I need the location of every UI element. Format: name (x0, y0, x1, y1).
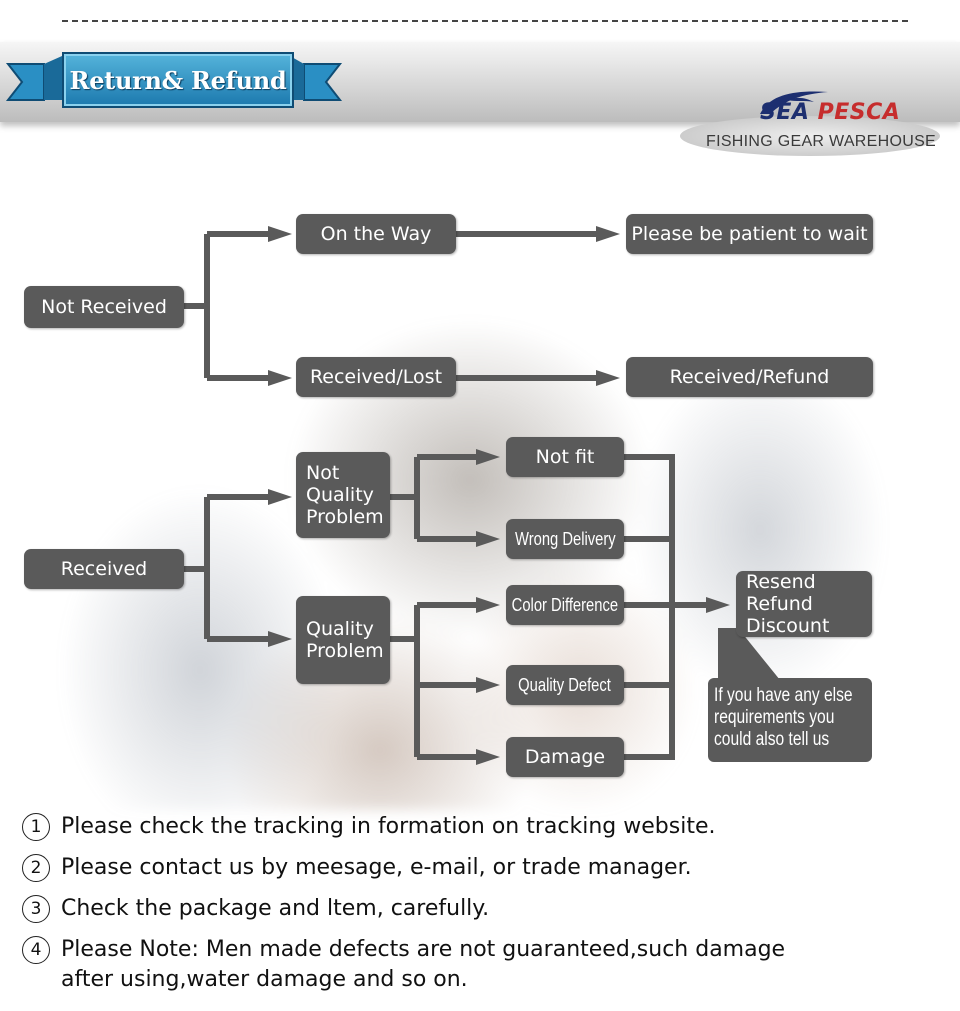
logo-name: SEA PESCA (760, 100, 900, 125)
node-received: Received (24, 549, 184, 589)
logo: SEA PESCA FISHING GEAR WAREHOUSE (680, 86, 940, 162)
node-quality-defect: Quality Defect (506, 665, 624, 705)
callout-line: requirements you (714, 707, 835, 728)
node-not-quality-problem: Not Quality Problem (296, 452, 390, 538)
marlin-icon (760, 91, 828, 114)
arrowhead (476, 449, 500, 465)
arrowhead (268, 226, 292, 242)
node-quality-line: Quality (306, 618, 374, 640)
callout-pointer (718, 628, 780, 680)
arrowhead (596, 370, 620, 386)
arrowhead (596, 226, 620, 242)
note-text: Please contact us by meesage, e-mail, or… (61, 855, 692, 880)
note-item: 1 Please check the tracking in formation… (22, 812, 942, 842)
dashed-divider (62, 20, 908, 22)
note-number: 2 (22, 854, 50, 882)
node-not-quality-line: Problem (306, 506, 384, 528)
node-received-lost: Received/Lost (296, 357, 456, 397)
note-text: Please Note: Men made defects are not gu… (61, 937, 786, 992)
logo-pesca: PESCA (817, 100, 901, 125)
title-box: Return& Refund (62, 52, 294, 108)
outcome-discount: Discount (746, 615, 830, 637)
arrowhead (268, 370, 292, 386)
node-quality-defect-label: Quality Defect (518, 675, 612, 695)
callout-note: If you have any else requirements you co… (708, 678, 872, 762)
node-not-fit: Not fit (506, 437, 624, 477)
node-color-difference-label: Color Difference (511, 595, 619, 615)
arrowhead (476, 531, 500, 547)
node-not-received: Not Received (24, 286, 184, 328)
note-item: 4 Please Note: Men made defects are not … (22, 935, 942, 995)
notes-list: 1 Please check the tracking in formation… (22, 812, 942, 1006)
arrowhead (476, 597, 500, 613)
page-title: Return& Refund (69, 65, 287, 95)
node-wrong-delivery: Wrong Delivery (506, 519, 624, 559)
callout-line: could also tell us (714, 729, 830, 750)
node-outcomes: Resend Refund Discount (736, 571, 872, 637)
node-not-quality-line: Not (306, 462, 340, 484)
note-item: 3 Check the package and ltem, carefully. (22, 894, 942, 924)
node-color-difference: Color Difference (506, 585, 624, 625)
node-damage: Damage (506, 737, 624, 777)
note-number: 4 (22, 936, 50, 964)
arrowhead (706, 597, 730, 613)
note-text: Check the package and ltem, carefully. (61, 896, 490, 921)
node-received-refund: Received/Refund (626, 357, 873, 397)
note-text: Please check the tracking in formation o… (61, 814, 716, 839)
callout-line: If you have any else (714, 685, 853, 706)
logo-sea: SEA (760, 100, 810, 125)
arrowhead (476, 749, 500, 765)
arrowhead (268, 489, 292, 505)
note-item: 2 Please contact us by meesage, e-mail, … (22, 853, 942, 883)
node-on-the-way: On the Way (296, 214, 456, 254)
arrowhead (268, 631, 292, 647)
outcome-refund: Refund (746, 593, 813, 615)
node-quality-line: Problem (306, 640, 384, 662)
arrowhead (476, 677, 500, 693)
node-quality-problem: Quality Problem (296, 596, 390, 684)
note-number: 1 (22, 813, 50, 841)
note-number: 3 (22, 895, 50, 923)
node-not-quality-line: Quality (306, 484, 374, 506)
logo-subtitle: FISHING GEAR WAREHOUSE (706, 133, 937, 150)
outcome-resend: Resend (746, 571, 816, 593)
logo-oval (680, 116, 940, 156)
node-please-wait: Please be patient to wait (626, 214, 873, 254)
node-wrong-delivery-label: Wrong Delivery (514, 529, 616, 549)
